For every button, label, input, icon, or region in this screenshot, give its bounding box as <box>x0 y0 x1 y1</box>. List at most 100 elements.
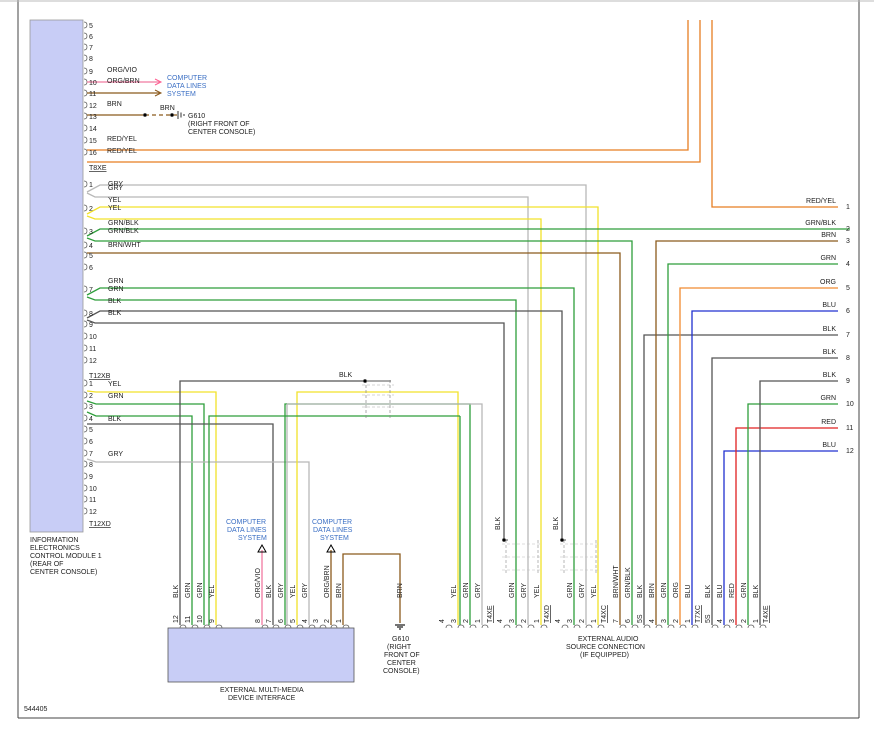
shield-blk-label: BLK <box>339 372 353 379</box>
device-pin-c: 3 <box>313 619 320 623</box>
module1-top-wire-label: ORG/BRN <box>107 78 140 85</box>
audio-t4xe2-wire-label: BLU <box>717 584 724 598</box>
wire-grn-device <box>284 403 471 625</box>
module1-conn-a-label: T8XE <box>89 165 107 172</box>
right-pin-number: 8 <box>846 355 850 362</box>
module1-top-pin-number: 16 <box>89 150 97 157</box>
module1-a-wire-label: GRN <box>108 286 124 293</box>
module1-b-pin-number: 11 <box>89 497 96 504</box>
module1-name-1: INFORMATION <box>30 537 78 544</box>
module1-a-pin-number: 8 <box>89 311 93 318</box>
device-name-1: EXTERNAL MULTI-MEDIA <box>220 687 304 694</box>
module1-a-pin-number: 10 <box>89 334 97 341</box>
module1-top-pin-number: 15 <box>89 138 97 145</box>
audio-t4xe2-wire-label: RED <box>729 583 736 598</box>
wire-grn-r10 <box>747 403 838 625</box>
module1-a-pin-number: 9 <box>89 322 93 329</box>
audio-pin-arc <box>469 624 477 629</box>
audio-t4xc-wire-label: GRY <box>579 583 586 598</box>
module1-conn-c-label: T12XD <box>89 521 111 528</box>
right-pin-number: 4 <box>846 261 850 268</box>
device-wire-a-label: GRN <box>197 582 204 598</box>
module1-top-pin-arc <box>83 32 88 40</box>
audio-t4xe2-wire-label: BLK <box>705 584 712 598</box>
module1-a-pin-number: 12 <box>89 358 97 365</box>
audio-t4xe2-wire-label: GRN <box>741 582 748 598</box>
module1-b-pin-arc <box>83 425 88 433</box>
audio-t4xe2-pin: 2 <box>741 619 748 623</box>
module1-b-pin-number: 1 <box>89 381 93 388</box>
ground-symbol-top <box>177 111 185 119</box>
audio-t7xc-pin: 7 <box>613 619 620 623</box>
module1-top-pin-arc <box>83 78 88 86</box>
module1-top-pin-number: 7 <box>89 45 93 52</box>
right-wire-label: BRN <box>821 232 836 239</box>
right-wire-label: RED <box>821 419 836 426</box>
module1-b-pin-number: 2 <box>89 393 93 400</box>
audio-t4xc-conn: T4XC <box>601 605 608 623</box>
module1-name-3: CONTROL MODULE 1 <box>30 553 102 560</box>
module1-top-pin-number: 6 <box>89 34 93 41</box>
splice-dot <box>170 113 174 117</box>
audio-pin-arc <box>619 624 627 629</box>
wire-yel-1 <box>86 206 599 625</box>
module1-a-pin-arc <box>83 320 88 328</box>
wire-blu-r6 <box>691 310 838 625</box>
wire-org-r5 <box>679 287 838 625</box>
right-wire-label: BLU <box>822 302 836 309</box>
module1-top-pin-number: 12 <box>89 103 97 110</box>
audio-t4xe2-wire-label: BLK <box>753 584 760 598</box>
audio-t4xc-pin: 2 <box>579 619 586 623</box>
module1-b-pin-arc <box>83 402 88 410</box>
module1-b-wire-label: BLK <box>108 416 122 423</box>
wire-gry-b7 <box>86 458 310 625</box>
module1-a-wire-label: GRN/BLK <box>108 228 139 235</box>
module1-a-pin-arc <box>83 251 88 259</box>
audio-t4xc-pin: 4 <box>555 619 562 623</box>
shield-lines <box>362 384 394 408</box>
wire-grn-blk-2 <box>86 237 633 625</box>
module1-a-wire-label: BRN/WHT <box>108 242 141 249</box>
module1-a-pin-number: 1 <box>89 182 93 189</box>
wire-grn-r4 <box>667 263 838 625</box>
module1-b-pin-number: 3 <box>89 404 93 411</box>
right-wire-label: RED/YEL <box>806 198 836 205</box>
audio-pin-arc <box>503 624 511 629</box>
audio-pin-arc <box>585 624 593 629</box>
device-wire-b-label: ORG/VIO <box>255 567 262 598</box>
wire-blk-r7 <box>643 334 838 625</box>
device-pin-arc <box>272 624 280 629</box>
audio-t4xc-pin: 1 <box>591 619 598 623</box>
module1-a-wire-label: GRY <box>108 185 123 192</box>
module1-b-pin-number: 7 <box>89 451 93 458</box>
module1-b-wire-label: GRY <box>108 451 123 458</box>
arrow-org-vio <box>154 78 163 86</box>
right-pin-number: 7 <box>846 332 850 339</box>
audio-pin-arc <box>527 624 535 629</box>
wire-yel-2 <box>86 215 542 625</box>
device-wire-c-label: ORG/BRN <box>324 565 331 598</box>
device-pin-arc <box>319 624 327 629</box>
wire-blu-r12 <box>723 450 838 625</box>
ground-bottom-loc-3: CENTER <box>387 660 416 667</box>
right-pin-number: 12 <box>846 448 854 455</box>
module1-a-pin-number: 5 <box>89 253 93 260</box>
module1-top-pin-arc <box>83 21 88 29</box>
device-pin-b: 5 <box>290 619 297 623</box>
wire-brn-r3 <box>655 240 838 625</box>
right-pin-number: 1 <box>846 204 850 211</box>
module1-a-pin-arc <box>83 263 88 271</box>
audio-t4xe2-pin: 5S <box>705 614 712 623</box>
module1-b-pin-arc <box>83 495 88 503</box>
wire-gry-2 <box>86 192 529 625</box>
module1-a-pin-number: 3 <box>89 229 93 236</box>
module1-a-wire-label: GRY <box>108 181 123 188</box>
device-wire-b-label: BLK <box>266 584 273 598</box>
audio-t7xc-wire-label: BRN <box>649 583 656 598</box>
wire-blk-2 <box>86 319 505 540</box>
module1-top-pin-number: 8 <box>89 56 93 63</box>
module1-b-pin-arc <box>83 484 88 492</box>
device-wire-c-label: BRN <box>336 583 343 598</box>
arrow-org-brn <box>154 89 163 97</box>
wire-grn-device-2 <box>208 415 460 625</box>
